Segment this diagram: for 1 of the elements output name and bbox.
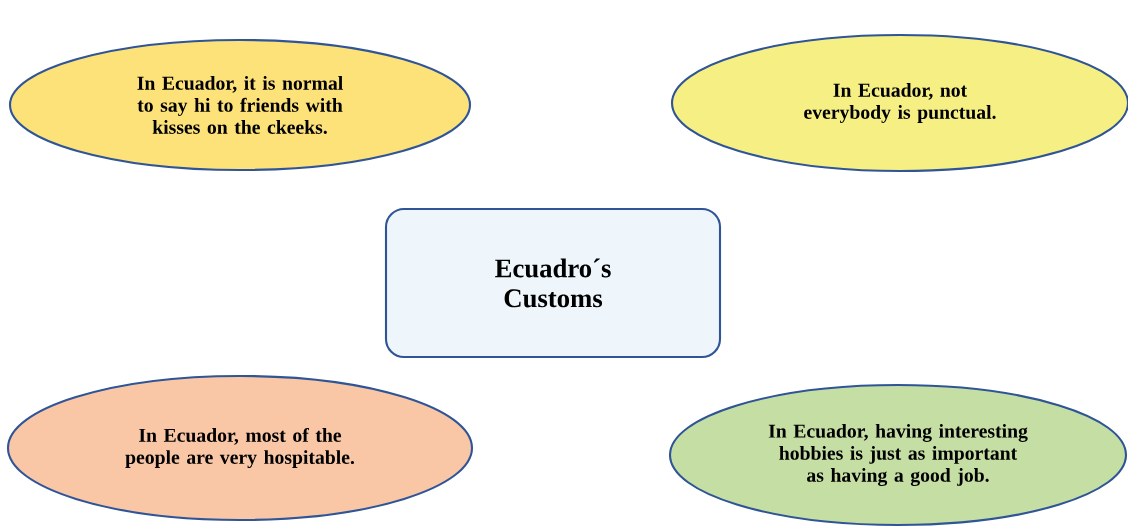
title-box: Ecuadro´s Customs bbox=[384, 207, 722, 359]
